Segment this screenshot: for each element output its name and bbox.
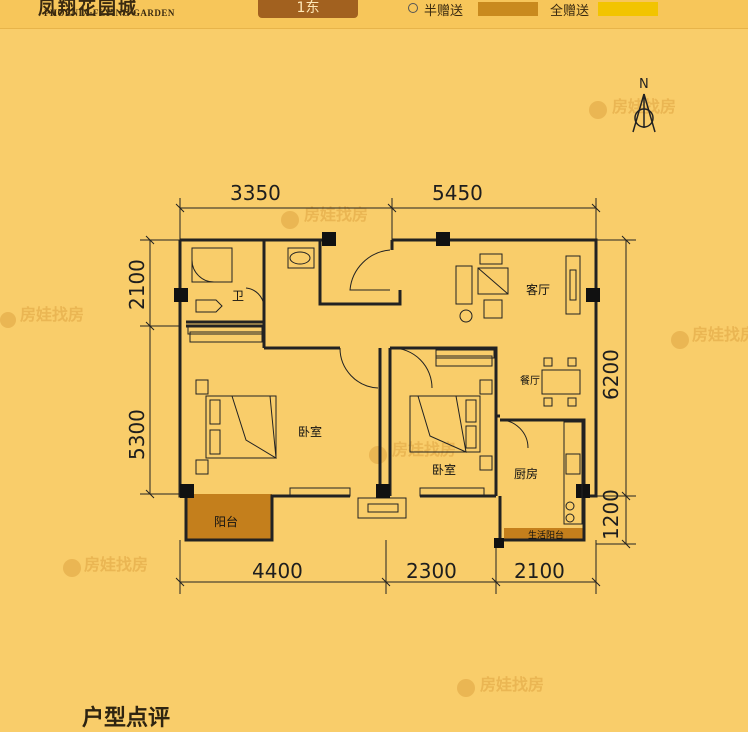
dim-bottom-mid: 2300 (406, 559, 457, 583)
room-label-kitchen: 厨房 (514, 466, 538, 481)
dim-left-bottom: 5300 (125, 409, 149, 460)
north-compass-icon: N (632, 77, 656, 133)
dim-bottom-left: 4400 (252, 559, 303, 583)
balcony-full-gift (186, 494, 272, 540)
wardrobe (189, 331, 263, 343)
bed-left (195, 379, 277, 475)
wardrobe (435, 355, 493, 367)
watermark: 房娃找房 (304, 205, 368, 224)
living-furniture (455, 253, 581, 323)
legend-half-swatch (478, 2, 538, 16)
dimension-lines (140, 198, 636, 594)
dim-right-bottom: 1200 (599, 489, 623, 540)
bed-right (409, 379, 493, 471)
header-bar: 凤翔花园城 PHOENIX·FLYING GARDEN 1东 半赠送 全赠送 (0, 0, 748, 29)
room-label-bathroom: 卫 (232, 289, 244, 303)
legend-half-dot-icon (408, 3, 418, 13)
watermark: 房娃找房 (392, 440, 456, 459)
bay-window-inner (367, 503, 399, 513)
watermark-mascot-icon (671, 331, 689, 349)
watermark: 房娃找房 (480, 675, 544, 694)
dim-right-top: 6200 (599, 349, 623, 400)
window (419, 487, 485, 497)
watermark-mascot-icon (63, 559, 81, 577)
watermark-mascot-icon (0, 312, 16, 328)
room-label-balcony: 阳台 (214, 514, 238, 529)
logo-cn: 凤翔花园城 (38, 0, 138, 19)
dim-top-left: 3350 (230, 181, 281, 205)
window (435, 349, 495, 359)
dining-table (541, 357, 581, 407)
columns (174, 232, 600, 548)
section-title: 户型点评 (82, 706, 171, 731)
window (289, 487, 351, 497)
room-label-bedroom-left: 卧室 (298, 424, 322, 439)
dim-bottom-right: 2100 (514, 559, 565, 583)
logo-en: PHOENIX·FLYING GARDEN (44, 8, 175, 18)
door-swings (245, 249, 529, 449)
room-label-living: 客厅 (526, 282, 550, 297)
room-label-service-balcony: 生活阳台 (528, 529, 564, 541)
bay-window (357, 497, 407, 519)
bathroom-fixtures (191, 247, 315, 313)
watermark-mascot-icon (457, 679, 475, 697)
service-balcony (504, 528, 584, 540)
dim-left-top: 2100 (125, 259, 149, 310)
legend-full-swatch (598, 2, 658, 16)
compass-label: N (639, 77, 649, 92)
unit-tab[interactable]: 1东 (258, 0, 358, 18)
watermark: 房娃找房 (20, 305, 84, 324)
watermark: 房娃找房 (84, 555, 148, 574)
dim-top-right: 5450 (432, 181, 483, 205)
window (187, 325, 263, 335)
watermark: 房娃找房 (692, 325, 748, 344)
legend-full-label: 全赠送 (550, 4, 590, 19)
watermark-mascot-icon (589, 101, 607, 119)
room-label-bedroom-right: 卧室 (432, 462, 456, 477)
legend-half-label: 半赠送 (424, 4, 464, 19)
room-label-dining: 餐厅 (520, 374, 540, 387)
watermark-mascot-icon (369, 446, 387, 464)
watermark-mascot-icon (281, 211, 299, 229)
kitchen-fixtures (563, 421, 583, 525)
